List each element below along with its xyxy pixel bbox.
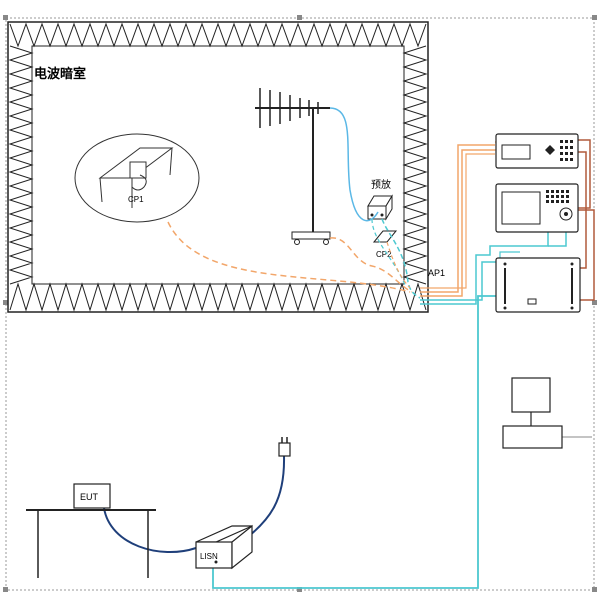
instrument-key	[551, 200, 554, 203]
instrument-key	[556, 190, 559, 193]
instrument-key	[561, 200, 564, 203]
instrument-key	[570, 158, 573, 161]
lisn-label: LISN	[200, 552, 218, 561]
spectrum-analyzer	[495, 183, 579, 233]
instrument-key	[561, 190, 564, 193]
instrument-key	[560, 146, 563, 149]
switch-unit	[495, 257, 581, 313]
instrument-key	[556, 200, 559, 203]
cyan-cable-3	[548, 232, 567, 247]
chamber-label: 电波暗室	[34, 66, 86, 81]
selection-frame	[3, 15, 597, 592]
preamp-label: 预放	[371, 178, 391, 191]
lisn-unit: LISN	[195, 524, 253, 570]
instrument-key	[565, 140, 568, 143]
absorber-wall-top	[9, 22, 427, 48]
instrument-key	[561, 195, 564, 198]
lisn-cyan-cable	[212, 295, 496, 589]
brown-cable-1	[578, 139, 591, 209]
mains-plug-icon	[278, 437, 291, 457]
instrument-key	[560, 158, 563, 161]
instrument-key	[570, 146, 573, 149]
instrument-key	[570, 140, 573, 143]
instrument-key	[570, 152, 573, 155]
instrument-key	[566, 190, 569, 193]
eut-table: EUT	[26, 483, 156, 578]
cp1-turntable-area: CP1	[74, 133, 200, 223]
pc-monitor	[502, 377, 563, 449]
eut-label: EUT	[80, 492, 99, 502]
cp1-cable	[167, 221, 411, 293]
instrument-key	[566, 195, 569, 198]
preamp-to-wall-cable	[381, 218, 421, 299]
instrument-key	[546, 190, 549, 193]
instrument-key	[560, 140, 563, 143]
preamp-to-wall-cable-2	[371, 218, 406, 286]
instrument-key	[566, 200, 569, 203]
cp1-label: CP1	[128, 195, 144, 204]
antenna-cable	[329, 107, 379, 222]
instrument-key	[551, 190, 554, 193]
cyan-cable-1	[420, 261, 496, 301]
instrument-key	[565, 146, 568, 149]
absorber-wall-bottom	[9, 282, 427, 312]
cyan-cable-4	[499, 251, 520, 258]
antenna-base-cable	[329, 237, 413, 293]
orange-cable-3	[420, 153, 495, 289]
instrument-key	[565, 152, 568, 155]
instrument-key	[546, 200, 549, 203]
orange-cable-2	[420, 144, 495, 293]
instrument-key	[560, 152, 563, 155]
ap1-label: AP1	[428, 268, 445, 278]
instrument-key	[556, 195, 559, 198]
brown-cable-3	[576, 209, 595, 301]
absorber-wall-right	[402, 45, 428, 285]
log-periodic-antenna	[255, 88, 331, 245]
absorber-wall-left	[8, 45, 34, 285]
eut-lisn-cable	[103, 507, 197, 554]
instrument-key	[546, 195, 549, 198]
receiver-instrument	[495, 133, 579, 169]
orange-cable-1	[420, 149, 495, 297]
cp2-label: CP2	[376, 250, 392, 259]
instrument-key	[551, 195, 554, 198]
instrument-key	[565, 158, 568, 161]
anechoic-chamber: 电波暗室	[7, 21, 429, 313]
